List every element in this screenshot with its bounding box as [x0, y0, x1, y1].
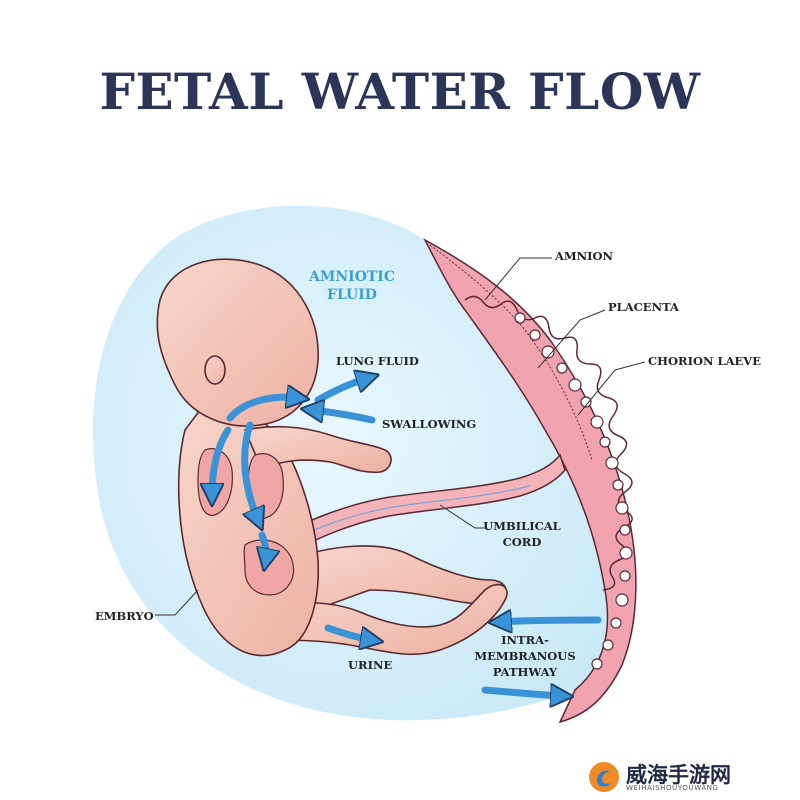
gut-arrow [262, 531, 266, 560]
lung-fluid-up-arrow [314, 378, 368, 404]
urine-arrow [324, 624, 372, 640]
label-intramembranous-pathway: INTRA- MEMBRANOUS PATHWAY [470, 632, 580, 680]
swallowing-arrow [312, 410, 376, 424]
page-title: FETAL WATER FLOW [99, 62, 701, 121]
leader-lines [155, 257, 646, 616]
intramembranous-in-arrow [500, 620, 602, 622]
label-embryo: EMBRYO [95, 609, 154, 623]
label-intramembranous-line-1: INTRA- [501, 633, 549, 647]
lung-fluid-arrow [226, 397, 298, 422]
label-umbilical-cord-line-2: CORD [502, 535, 542, 549]
label-intramembranous-line-3: PATHWAY [492, 665, 558, 679]
amniotic-fluid-label-line-2: FLUID [327, 287, 377, 303]
amniotic-fluid-label-line-1: AMNIOTIC [308, 269, 395, 285]
label-intramembranous-line-2: MEMBRANOUS [474, 649, 576, 663]
label-swallowing: SWALLOWING [382, 417, 477, 431]
amniotic-fluid-label: AMNIOTIC FLUID [282, 268, 422, 304]
umbilical-cord [254, 453, 566, 567]
watermark-title: 威海手游网 [626, 763, 731, 787]
label-umbilical-cord: UMBILICAL CORD [482, 518, 562, 550]
flow-arrows [212, 378, 602, 696]
placenta-villi [514, 312, 633, 670]
label-urine: URINE [348, 658, 393, 672]
label-amnion: AMNION [555, 249, 614, 263]
trachea-arrow-left [212, 426, 232, 495]
label-umbilical-cord-line-1: UMBILICAL [483, 519, 561, 533]
amnion-membrane [429, 244, 593, 461]
label-placenta: PLACENTA [608, 300, 679, 314]
watermark: 威海手游网 WEIHAISHOUYOUWANG [588, 757, 793, 797]
label-chorion-laeve: CHORION LAEVE [648, 354, 761, 368]
label-lung-fluid: LUNG FLUID [336, 354, 419, 368]
intramembranous-out-arrow [481, 690, 562, 696]
watermark-subtitle: WEIHAISHOUYOUWANG [626, 784, 719, 792]
watermark-logo-icon [589, 762, 619, 792]
esophagus-arrow [241, 421, 258, 520]
